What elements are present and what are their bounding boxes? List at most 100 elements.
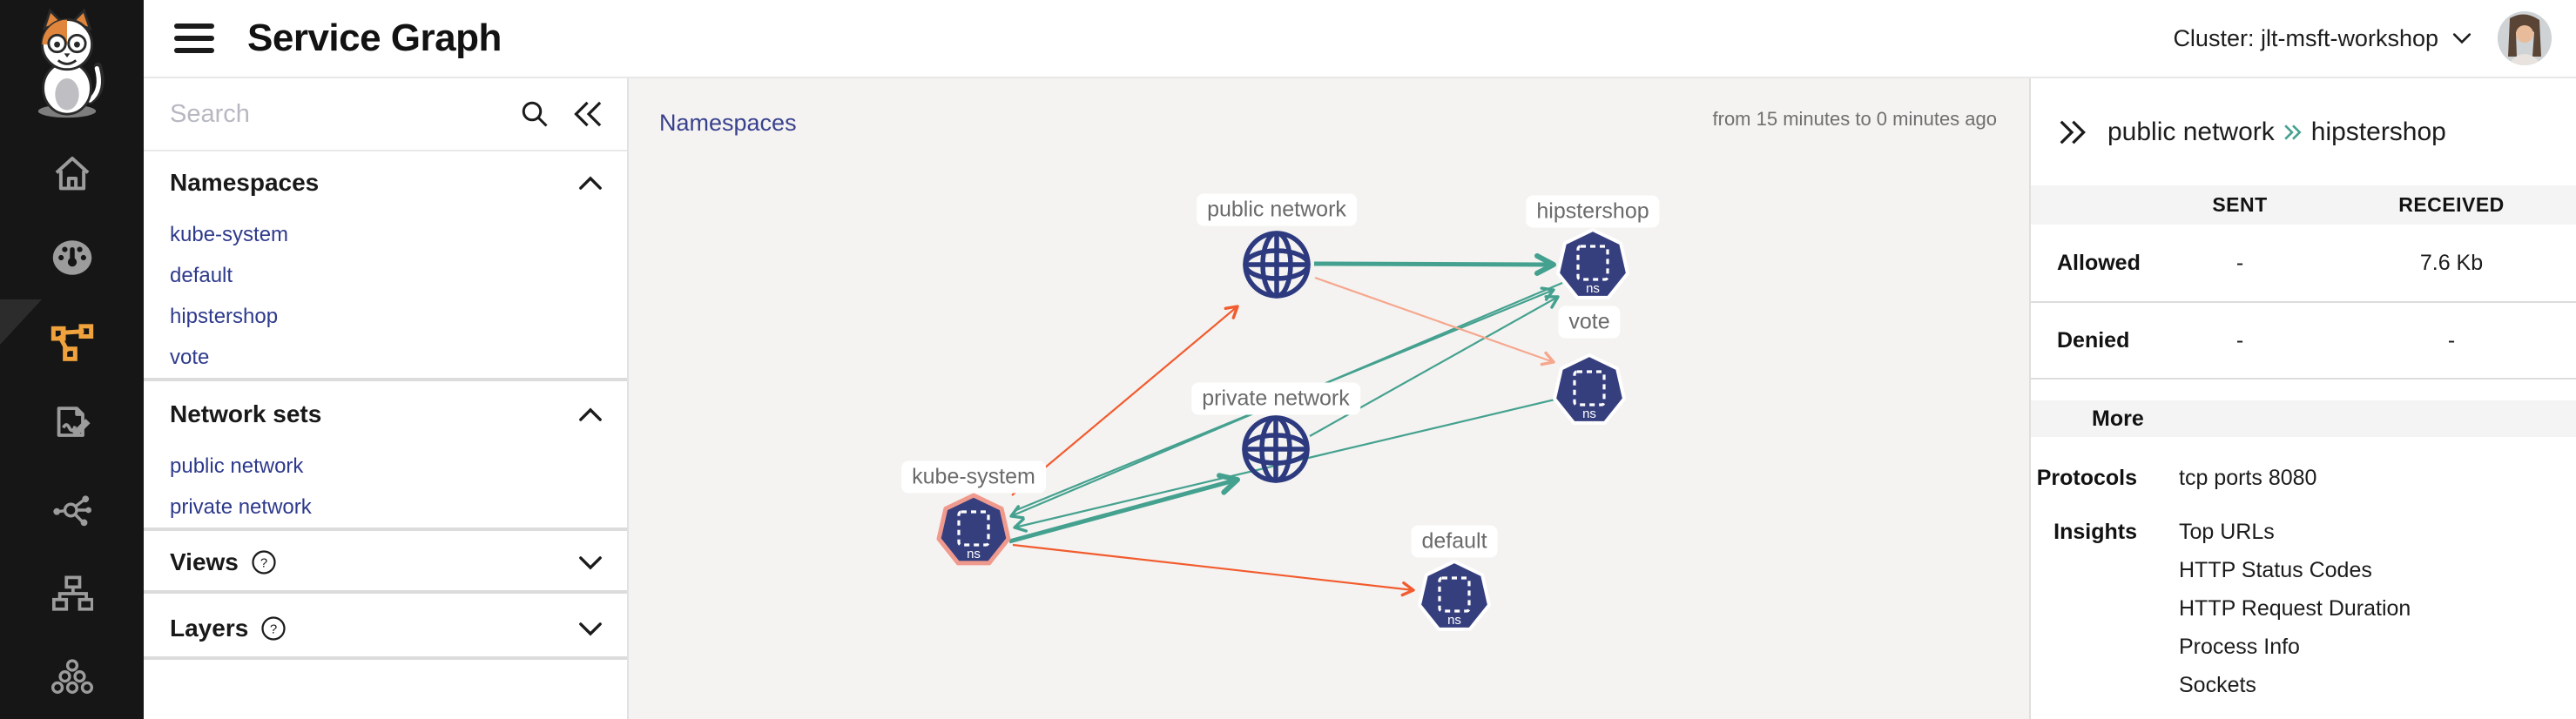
- node-ns-badge: ns: [1586, 281, 1600, 296]
- graph-edge-public-network-to-hipstershop[interactable]: [1313, 252, 1556, 276]
- search-input[interactable]: [144, 99, 519, 129]
- graph-tool-panel: Namespaces kube-system default hipstersh…: [144, 78, 629, 719]
- section-layers-header[interactable]: Layers ?: [144, 601, 627, 656]
- search-icon[interactable]: [519, 98, 550, 130]
- collapse-panel-icon[interactable]: [573, 100, 604, 128]
- denied-received-value: -: [2447, 327, 2456, 353]
- insight-process-info[interactable]: Process Info: [2179, 635, 2300, 659]
- table-row-allowed: Allowed - 7.6 Kb: [2031, 225, 2576, 301]
- section-views-header[interactable]: Views ?: [144, 534, 627, 590]
- sidebar-item-default[interactable]: default: [170, 263, 233, 287]
- graph-node-private-network[interactable]: [1242, 415, 1310, 483]
- help-icon[interactable]: ?: [260, 615, 287, 642]
- graph-node-label-private-network[interactable]: private network: [1191, 382, 1360, 415]
- allowed-sent-value: -: [2235, 250, 2244, 275]
- section-title: Views: [170, 548, 239, 575]
- breadcrumb-target[interactable]: hipstershop: [2310, 117, 2446, 146]
- more-section-header: More: [2031, 400, 2576, 437]
- help-icon[interactable]: ?: [251, 549, 277, 575]
- breadcrumb-source[interactable]: public network: [2107, 117, 2275, 146]
- graph-edge-kube-system-to-private-network[interactable]: [1008, 473, 1240, 544]
- section-network-sets-header[interactable]: Network sets: [144, 388, 627, 440]
- rail-item-home[interactable]: [0, 148, 144, 200]
- calico-cat-logo[interactable]: [16, 8, 118, 124]
- section-divider: [144, 590, 627, 594]
- sidebar-item-kube-system[interactable]: kube-system: [170, 222, 289, 246]
- svg-text:?: ?: [270, 622, 277, 637]
- cluster-selector[interactable]: Cluster: jlt-msft-workshop: [2173, 25, 2471, 52]
- sidebar-item-private-network[interactable]: private network: [170, 494, 312, 519]
- left-icon-rail: [0, 0, 144, 719]
- cluster-selector-label: Cluster: jlt-msft-workshop: [2173, 24, 2438, 51]
- insights-row: Insights Top URLs HTTP Status Codes HTTP…: [2031, 513, 2576, 704]
- row-divider: [2031, 378, 2576, 380]
- sidebar-item-vote[interactable]: vote: [170, 345, 210, 369]
- rail-item-network[interactable]: [0, 484, 144, 536]
- service-graph-icon: [51, 324, 93, 361]
- graph-node-label-default[interactable]: default: [1411, 525, 1498, 558]
- graph-node-label-public-network[interactable]: public network: [1197, 193, 1357, 226]
- graph-edge-kube-system-to-default[interactable]: [1012, 543, 1415, 597]
- page-title: Service Graph: [247, 17, 502, 59]
- section-namespaces-header[interactable]: Namespaces: [144, 157, 627, 209]
- section-divider: [144, 656, 627, 660]
- graph-node-label-kube-system[interactable]: kube-system: [901, 460, 1046, 494]
- insights-list: Top URLs HTTP Status Codes HTTP Request …: [2179, 513, 2576, 704]
- row-label: Allowed: [2057, 250, 2141, 275]
- home-icon: [55, 156, 89, 191]
- column-received: RECEIVED: [2398, 193, 2505, 216]
- node-ns-badge: ns: [1447, 613, 1461, 628]
- graph-node-label-vote[interactable]: vote: [1558, 306, 1621, 339]
- insight-http-status-codes[interactable]: HTTP Status Codes: [2179, 558, 2372, 582]
- protocols-label: Protocols: [2036, 466, 2137, 490]
- dashboard-icon: [52, 240, 91, 275]
- allowed-received-value: 7.6 Kb: [2419, 250, 2484, 275]
- section-divider: [144, 378, 627, 381]
- graph-node-public-network[interactable]: [1243, 231, 1311, 299]
- node-ns-badge: ns: [1582, 407, 1596, 421]
- sidebar-item-hipstershop[interactable]: hipstershop: [170, 304, 279, 328]
- more-title: More: [2092, 406, 2144, 431]
- graph-edge-public-network-to-vote[interactable]: [1314, 276, 1555, 366]
- expand-panel-icon[interactable]: [2057, 119, 2087, 145]
- breadcrumb-arrow-icon: [2284, 124, 2302, 140]
- rail-item-cluster[interactable]: [0, 651, 144, 703]
- search-row: [144, 78, 627, 151]
- graph-node-default[interactable]: ns: [1418, 560, 1491, 631]
- graph-node-vote[interactable]: ns: [1553, 353, 1626, 425]
- hamburger-menu-icon[interactable]: [174, 24, 214, 53]
- section-title: Namespaces: [170, 169, 320, 196]
- row-label: Denied: [2057, 327, 2130, 353]
- rail-item-dashboard[interactable]: [0, 232, 144, 284]
- network-molecule-icon: [52, 495, 91, 527]
- cluster-hive-icon: [51, 659, 93, 694]
- edge-details-panel: public network hipstershop SENT RECEIVED…: [2029, 78, 2576, 719]
- graph-node-kube-system[interactable]: ns: [936, 493, 1011, 566]
- insight-top-urls[interactable]: Top URLs: [2179, 520, 2275, 544]
- graph-edge-kube-system-to-public-network[interactable]: [1011, 305, 1239, 496]
- column-sent: SENT: [2212, 193, 2268, 216]
- graph-node-hipstershop[interactable]: ns: [1556, 228, 1629, 299]
- section-divider: [144, 527, 627, 531]
- graph-edge-private-network-to-hipstershop[interactable]: [1309, 295, 1560, 437]
- insight-sockets[interactable]: Sockets: [2179, 673, 2256, 697]
- rail-item-service-graph[interactable]: [0, 317, 144, 369]
- top-bar: Service Graph Cluster: jlt-msft-workshop: [144, 0, 2576, 78]
- traffic-table-header: SENT RECEIVED: [2031, 185, 2576, 225]
- insight-http-request-duration[interactable]: HTTP Request Duration: [2179, 596, 2411, 621]
- chevron-down-icon[interactable]: [578, 622, 603, 636]
- user-avatar[interactable]: [2498, 11, 2552, 65]
- graph-node-label-hipstershop[interactable]: hipstershop: [1526, 195, 1660, 228]
- rail-item-hierarchy[interactable]: [0, 568, 144, 620]
- graph-view-title: Namespaces: [659, 110, 797, 136]
- table-row-denied: Denied - -: [2031, 303, 2576, 378]
- sidebar-item-public-network[interactable]: public network: [170, 454, 304, 478]
- rail-item-reports[interactable]: [0, 399, 144, 451]
- chevron-down-icon: [2452, 33, 2471, 44]
- chevron-up-icon[interactable]: [578, 176, 603, 191]
- chevron-down-icon[interactable]: [578, 555, 603, 570]
- row-divider: [2031, 301, 2576, 303]
- chevron-up-icon[interactable]: [578, 407, 603, 422]
